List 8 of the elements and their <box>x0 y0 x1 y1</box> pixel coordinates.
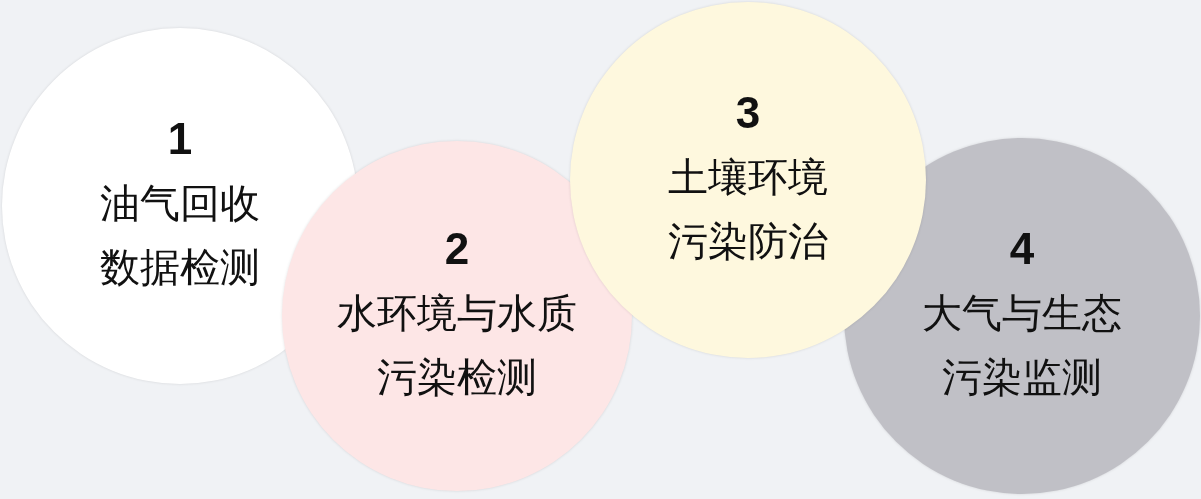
step-number: 2 <box>444 222 470 275</box>
step-label: 大气与生态污染监测 <box>922 289 1122 403</box>
step-label: 土壤环境污染防治 <box>668 153 828 267</box>
step-number: 4 <box>1009 222 1035 275</box>
step-number: 3 <box>735 86 761 139</box>
step-number: 1 <box>167 112 193 165</box>
step-label: 水环境与水质污染检测 <box>337 289 577 403</box>
step-label: 油气回收数据检测 <box>100 179 260 293</box>
